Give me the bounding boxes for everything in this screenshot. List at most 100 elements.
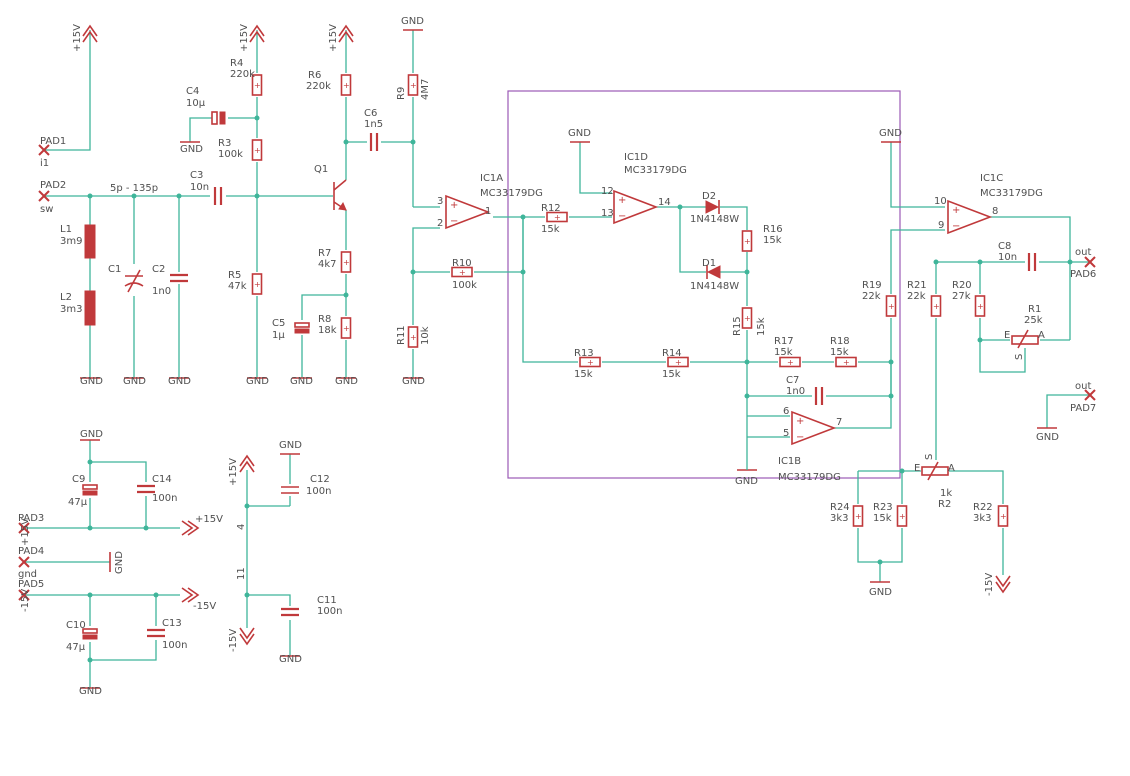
block-frame bbox=[507, 90, 901, 479]
r15-value: 15k bbox=[756, 317, 767, 336]
r24-name: R24 bbox=[830, 502, 850, 513]
pad5-name: PAD5 bbox=[18, 579, 44, 590]
c4-name: C4 bbox=[186, 86, 199, 97]
gnd-label: GND bbox=[568, 128, 591, 139]
opamp-ic1a[interactable] bbox=[445, 195, 489, 229]
c6-name: C6 bbox=[364, 108, 377, 119]
r6-name: R6 bbox=[308, 70, 321, 81]
ic1d-name: IC1D bbox=[624, 152, 648, 163]
c8-value: 10n bbox=[998, 252, 1017, 263]
r19-name: R19 bbox=[862, 280, 882, 291]
pin-number: 1 bbox=[485, 206, 491, 217]
diode-d1[interactable] bbox=[706, 265, 721, 279]
pin-label: E bbox=[914, 463, 920, 474]
c7-value: 1n0 bbox=[786, 386, 805, 397]
resistor-r24[interactable] bbox=[852, 505, 864, 527]
capacitor-c14[interactable] bbox=[135, 484, 157, 494]
r10-name: R10 bbox=[452, 258, 472, 269]
d1-value: 1N4148W bbox=[690, 281, 739, 292]
pin-number: 7 bbox=[836, 417, 842, 428]
supply-arrow-icon bbox=[239, 455, 255, 473]
ic1c-value: MC33179DG bbox=[980, 188, 1043, 199]
resistor-r22[interactable] bbox=[997, 505, 1009, 527]
supply-label: -15V bbox=[984, 573, 995, 596]
r19-value: 22k bbox=[862, 291, 881, 302]
resistor-r21[interactable] bbox=[930, 295, 942, 317]
r2-value: 1k bbox=[940, 488, 952, 499]
r16-value: 15k bbox=[763, 235, 782, 246]
r20-name: R20 bbox=[952, 280, 972, 291]
d2-name: D2 bbox=[702, 191, 716, 202]
r12-value: 15k bbox=[541, 224, 560, 235]
c9-value: 47µ bbox=[68, 497, 88, 508]
resistor-r23[interactable] bbox=[896, 505, 908, 527]
r12-name: R12 bbox=[541, 203, 561, 214]
inductor-l2[interactable] bbox=[84, 290, 96, 326]
resistor-r17[interactable] bbox=[779, 356, 801, 368]
resistor-r19[interactable] bbox=[885, 295, 897, 317]
capacitor-c4[interactable] bbox=[211, 111, 226, 125]
resistor-r9[interactable] bbox=[407, 74, 419, 96]
inductor-l1[interactable] bbox=[84, 224, 96, 259]
opamp-ic1d[interactable] bbox=[613, 190, 657, 224]
ic1b-name: IC1B bbox=[778, 456, 801, 467]
capacitor-c12[interactable] bbox=[281, 486, 299, 494]
resistor-r3[interactable] bbox=[251, 139, 263, 161]
pin-label: A bbox=[1038, 330, 1045, 341]
resistor-r16[interactable] bbox=[741, 230, 753, 252]
c11-name: C11 bbox=[317, 595, 337, 606]
pad6-name: PAD6 bbox=[1070, 269, 1096, 280]
resistor-r5[interactable] bbox=[251, 273, 263, 295]
resistor-r18[interactable] bbox=[835, 356, 857, 368]
r17-name: R17 bbox=[774, 336, 794, 347]
potentiometer-r1[interactable] bbox=[1011, 329, 1039, 349]
potentiometer-r2[interactable] bbox=[921, 461, 949, 481]
resistor-r6[interactable] bbox=[340, 74, 352, 96]
pin-label: S bbox=[1014, 354, 1025, 360]
pad3-net: +15V bbox=[20, 518, 31, 546]
capacitor-c6[interactable] bbox=[369, 131, 379, 153]
opamp-ic1b[interactable] bbox=[791, 411, 835, 445]
r3-name: R3 bbox=[218, 138, 231, 149]
pin-number: 12 bbox=[601, 186, 614, 197]
r4-value: 220k bbox=[230, 69, 255, 80]
resistor-r15[interactable] bbox=[741, 307, 753, 329]
capacitor-c13[interactable] bbox=[145, 628, 167, 638]
r2-name: R2 bbox=[938, 499, 951, 510]
pin-number: 5 bbox=[783, 428, 789, 439]
c1-value: 5p - 135p bbox=[110, 183, 158, 194]
trimmer-capacitor-c1[interactable] bbox=[124, 269, 144, 293]
capacitor-c11[interactable] bbox=[279, 607, 301, 617]
capacitor-c8[interactable] bbox=[1027, 251, 1037, 273]
capacitor-c2[interactable] bbox=[168, 273, 190, 283]
pin-number: 8 bbox=[992, 206, 998, 217]
c9-name: C9 bbox=[72, 474, 85, 485]
resistor-r11[interactable] bbox=[407, 326, 419, 348]
gnd-label: GND bbox=[1036, 432, 1059, 443]
gnd-label: GND bbox=[279, 440, 302, 451]
l1-value: 3m9 bbox=[60, 236, 82, 247]
capacitor-c9[interactable] bbox=[82, 484, 98, 496]
capacitor-c7[interactable] bbox=[814, 385, 824, 407]
gnd-label: GND bbox=[402, 376, 425, 387]
resistor-r8[interactable] bbox=[340, 317, 352, 339]
resistor-r7[interactable] bbox=[340, 251, 352, 273]
gnd-label: GND bbox=[168, 376, 191, 387]
capacitor-c5[interactable] bbox=[294, 322, 310, 334]
c3-name: C3 bbox=[190, 170, 203, 181]
pin-label: E bbox=[1004, 330, 1010, 341]
supply-label: +15V bbox=[239, 24, 250, 52]
diode-d2[interactable] bbox=[705, 200, 720, 214]
capacitor-c3[interactable] bbox=[213, 185, 223, 207]
gnd-label: GND bbox=[114, 551, 125, 574]
transistor-q1[interactable] bbox=[333, 179, 347, 211]
gnd-label: GND bbox=[80, 429, 103, 440]
d2-value: 1N4148W bbox=[690, 214, 739, 225]
r11-value: 10k bbox=[420, 326, 431, 345]
resistor-r20[interactable] bbox=[974, 295, 986, 317]
r21-value: 22k bbox=[907, 291, 926, 302]
pad3-name: PAD3 bbox=[18, 513, 44, 524]
opamp-ic1c[interactable] bbox=[947, 200, 991, 234]
pin-number: 2 bbox=[437, 218, 443, 229]
